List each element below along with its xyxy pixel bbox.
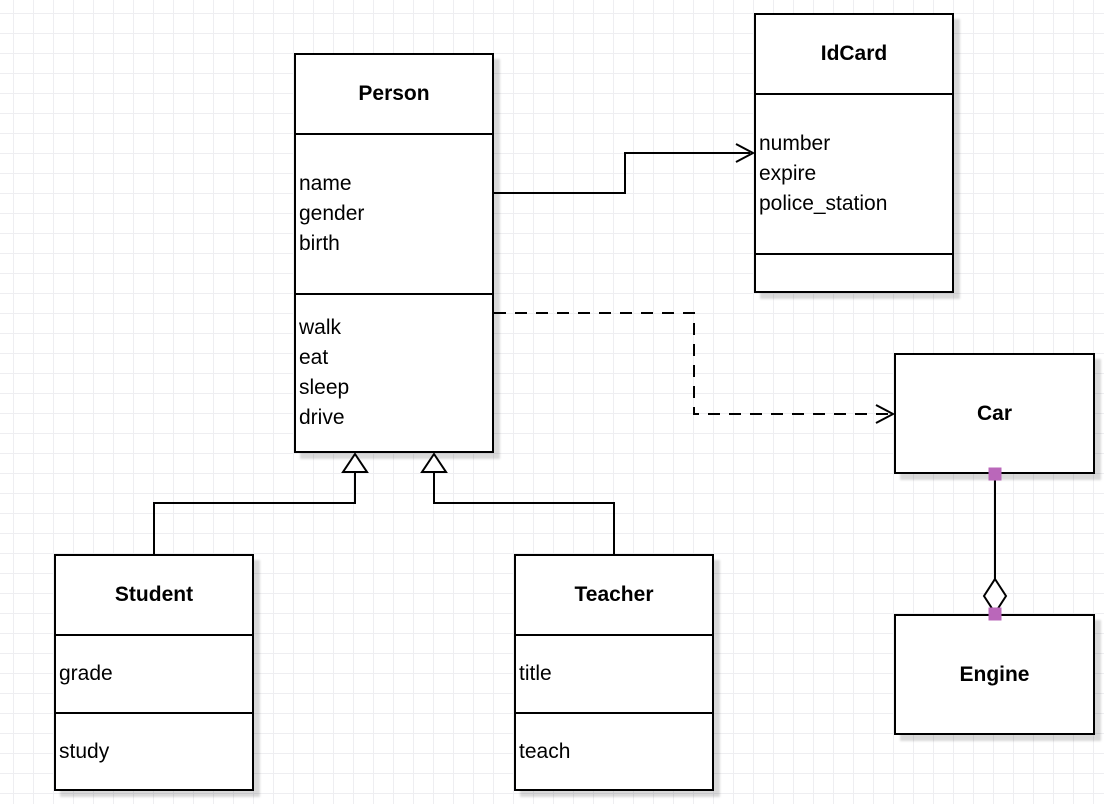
hollow-diamond-arrow xyxy=(982,577,1008,615)
hollow-triangle-arrow xyxy=(420,452,448,473)
class-car[interactable]: Car xyxy=(894,353,1095,474)
class-engine[interactable]: Engine xyxy=(894,614,1095,735)
class-title: Car xyxy=(976,401,1013,425)
method: teach xyxy=(519,739,571,763)
class-attributes-section: title xyxy=(516,634,712,712)
method: walk xyxy=(299,316,342,339)
edge-teacher-person-generalization[interactable] xyxy=(420,452,615,554)
class-attributes-section: number expire police_station xyxy=(756,93,952,253)
class-attributes-section: name gender birth xyxy=(296,133,492,293)
class-title: IdCard xyxy=(820,42,888,65)
attribute: name xyxy=(299,172,352,195)
method: drive xyxy=(299,406,345,429)
edge-person-idcard[interactable] xyxy=(494,143,756,194)
class-methods-section: study xyxy=(56,712,252,789)
attribute: birth xyxy=(299,232,340,255)
class-methods-section xyxy=(756,253,952,291)
edge-student-person-generalization[interactable] xyxy=(153,452,369,554)
class-methods-section: teach xyxy=(516,712,712,789)
class-methods-section: walk eat sleep drive xyxy=(296,293,492,451)
edge-car-engine-aggregation[interactable] xyxy=(982,467,1008,621)
class-person[interactable]: Person name gender birth walk eat sleep … xyxy=(294,53,494,453)
attribute: title xyxy=(519,662,552,685)
hollow-triangle-arrow xyxy=(341,452,369,473)
edge-person-car-dashed[interactable] xyxy=(494,312,896,424)
class-title: Student xyxy=(114,583,194,606)
method: eat xyxy=(299,346,329,369)
class-title: Person xyxy=(358,82,430,105)
class-student[interactable]: Student grade study xyxy=(54,554,254,791)
class-teacher[interactable]: Teacher title teach xyxy=(514,554,714,791)
attribute: grade xyxy=(59,662,113,685)
class-attributes-section: grade xyxy=(56,634,252,712)
method: study xyxy=(59,739,110,763)
class-title: Engine xyxy=(959,662,1030,686)
method: sleep xyxy=(299,376,350,399)
attribute: gender xyxy=(299,202,365,225)
attribute: expire xyxy=(759,162,817,185)
class-title: Teacher xyxy=(574,583,654,606)
attribute: number xyxy=(759,132,831,155)
class-idcard[interactable]: IdCard number expire police_station xyxy=(754,13,954,293)
attribute: police_station xyxy=(759,192,888,215)
